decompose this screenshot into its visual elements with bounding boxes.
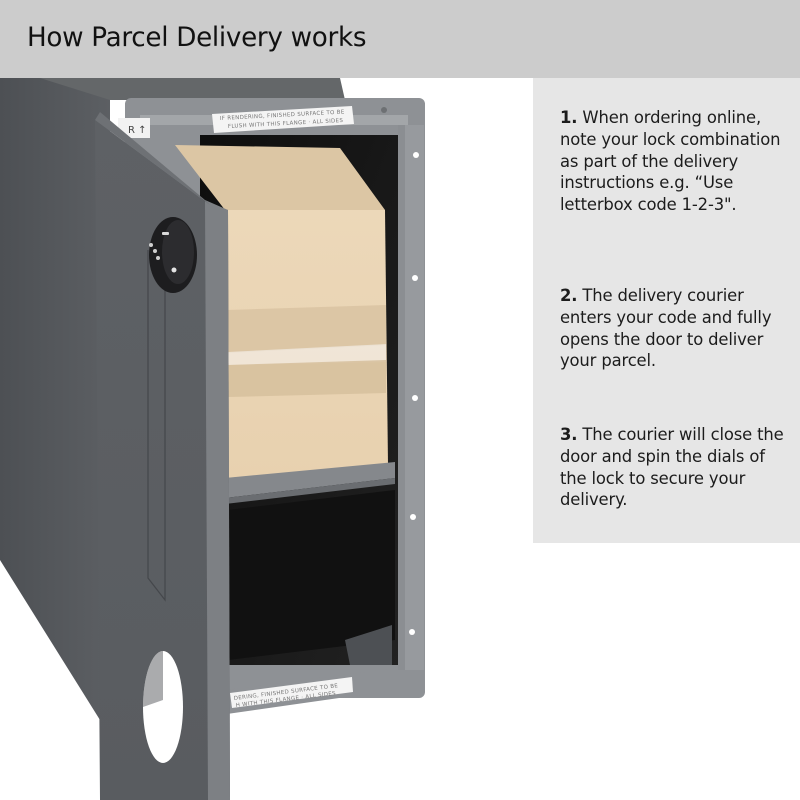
header-banner: How Parcel Delivery works [0, 0, 800, 78]
side-label: R ↑ [128, 125, 147, 136]
shelf [225, 462, 395, 498]
steps-panel: 1. When ordering online, note your lock … [533, 78, 800, 543]
letterbox-body-side [0, 78, 110, 720]
combination-lock [149, 217, 197, 293]
step-2-number: 2. [560, 286, 578, 305]
step-1-number: 1. [560, 108, 578, 127]
page-title: How Parcel Delivery works [27, 22, 367, 53]
screw-hole [412, 395, 418, 401]
step-1-text: When ordering online, note your lock com… [560, 108, 781, 215]
screw-hole [413, 152, 419, 158]
step-2-text: The delivery courier enters your code an… [560, 286, 772, 371]
letterbox-door [95, 112, 230, 800]
parcel-letterbox-image: IF RENDERING, FINISHED SURFACE TO BE FLU… [0, 78, 533, 800]
step-3-text: The courier will close the door and spin… [560, 425, 784, 510]
screw-hole [410, 514, 416, 520]
step-2: 2. The delivery courier enters your code… [560, 285, 792, 372]
screw-hole [409, 629, 415, 635]
screw-hole [412, 275, 418, 281]
step-3-number: 3. [560, 425, 578, 444]
step-1: 1. When ordering online, note your lock … [560, 107, 792, 216]
cardboard-parcel [175, 145, 388, 478]
letterbox-body-top [40, 78, 345, 100]
step-3: 3. The courier will close the door and s… [560, 424, 792, 511]
